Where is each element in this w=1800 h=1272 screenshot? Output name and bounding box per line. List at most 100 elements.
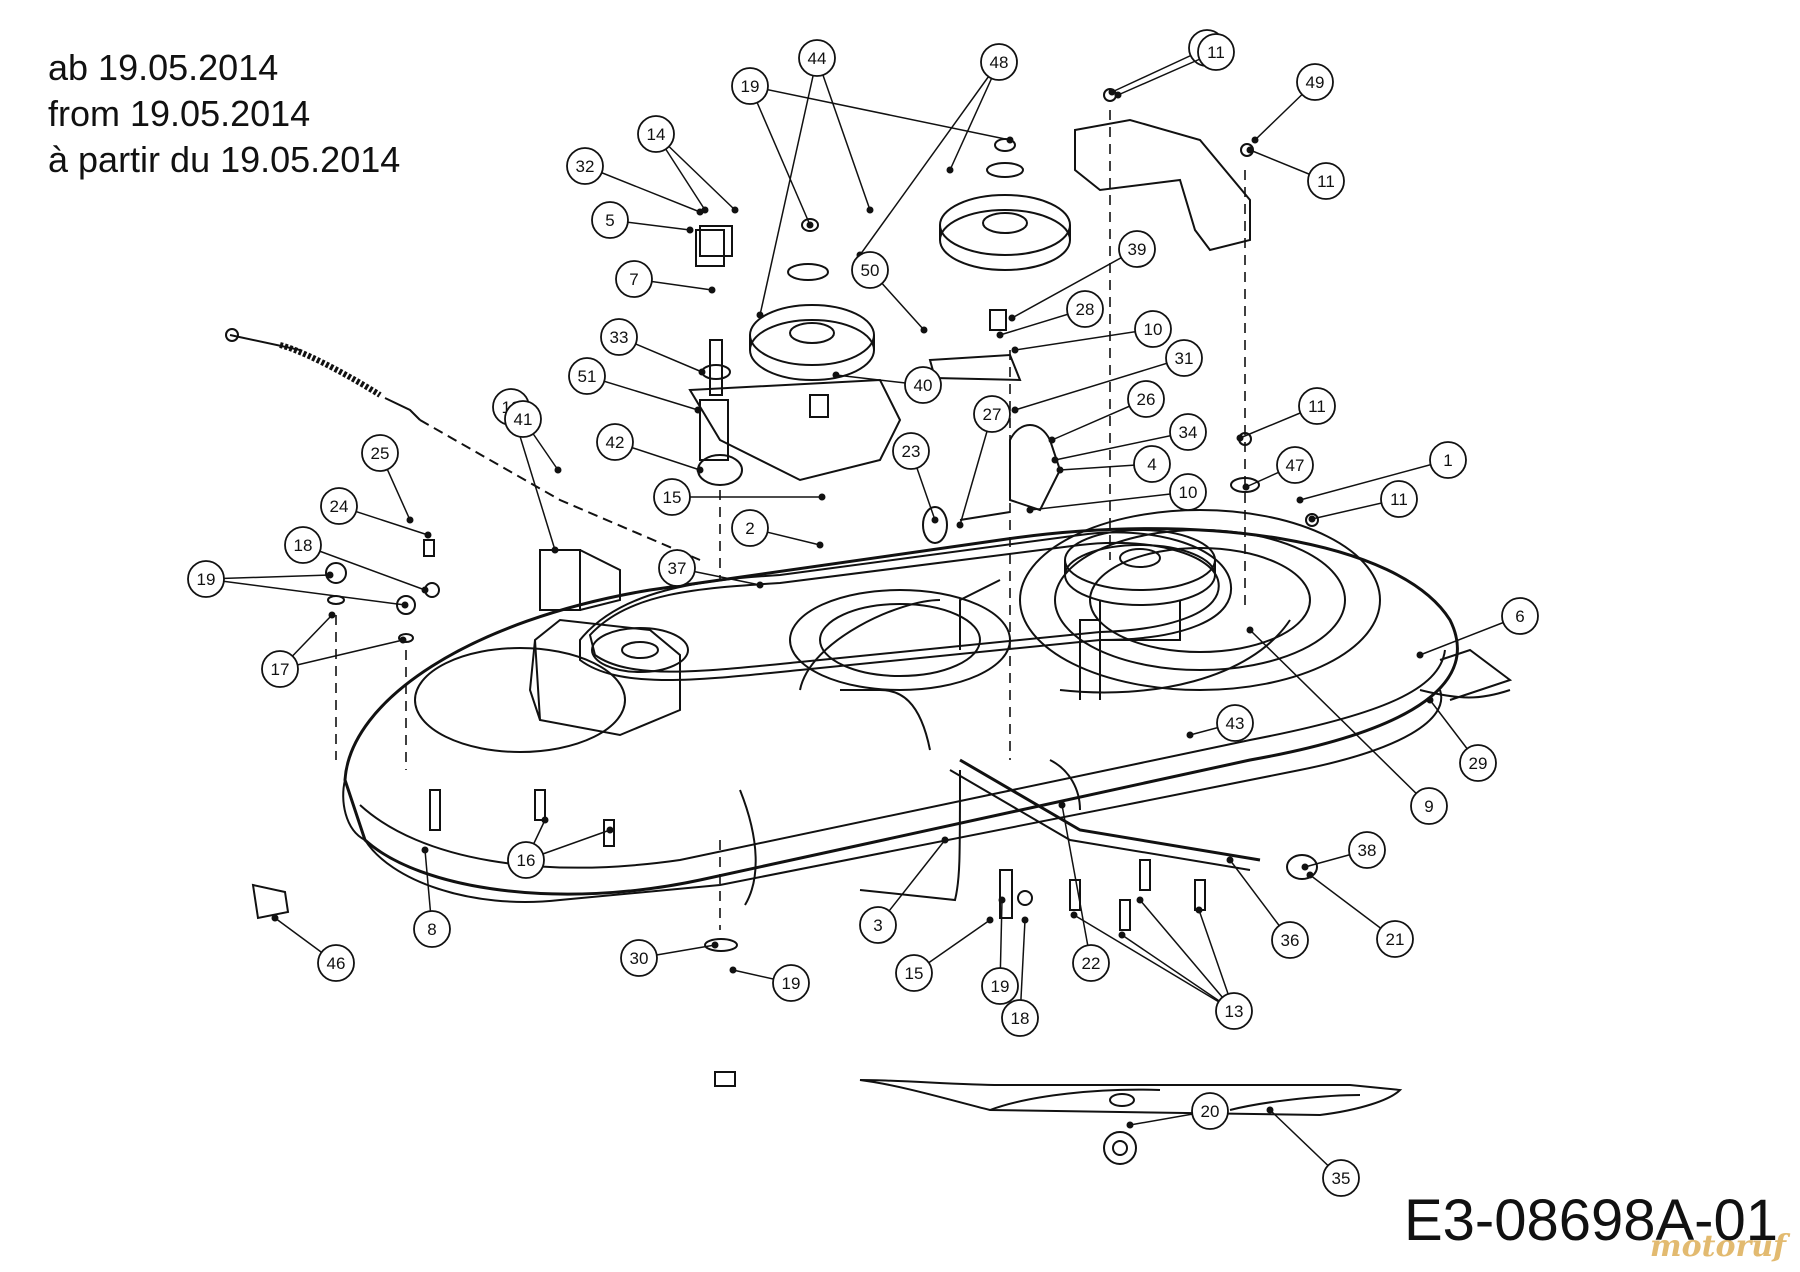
- callout-leader-line: [959, 413, 993, 526]
- callout-18: 18: [284, 526, 429, 594]
- callout-21: 21: [1306, 871, 1414, 958]
- callout-40: 40: [832, 366, 942, 404]
- callout-arrowhead: [399, 636, 407, 644]
- cutting-blade: [859, 1079, 1403, 1117]
- callout-arrowhead: [1011, 346, 1019, 354]
- callout-circle: [1298, 387, 1336, 425]
- callout-arrowhead: [696, 208, 704, 216]
- callout-circle: [568, 357, 606, 395]
- callout-arrowhead: [1136, 896, 1144, 904]
- callout-27: 27: [956, 395, 1011, 529]
- callout-arrowhead: [818, 493, 826, 501]
- callout-arrowhead: [729, 966, 737, 974]
- callout-37: 37: [658, 549, 764, 589]
- callout-circle: [261, 650, 299, 688]
- callout-leader-line: [1014, 328, 1154, 351]
- control-cable: [225, 328, 701, 561]
- callout-11: 11: [1114, 33, 1235, 99]
- callout-circle: [904, 366, 942, 404]
- callout-arrowhead: [421, 586, 429, 594]
- callout-47: 47: [1242, 446, 1314, 491]
- callout-number: 31: [1175, 349, 1194, 368]
- callout-number: 49: [1306, 73, 1325, 92]
- callout-arrowhead: [1242, 483, 1250, 491]
- idler-bracket: [688, 138, 1071, 486]
- drawing-code-label: E3-08698A-01: [1403, 1188, 1778, 1253]
- callout-arrowhead: [998, 896, 1006, 904]
- callout-arrowhead: [941, 836, 949, 844]
- assembly-lines: [335, 110, 1246, 930]
- rear-bracket: [1074, 118, 1251, 252]
- callout-circle: [361, 434, 399, 472]
- callout-leader-line: [1054, 431, 1189, 461]
- callout-39: 39: [1008, 230, 1156, 322]
- callout-arrowhead: [731, 206, 739, 214]
- callout-arrowhead: [1308, 515, 1316, 523]
- callout-circle: [1118, 230, 1156, 268]
- callout-11: 11: [1246, 146, 1345, 200]
- callout-leader-line: [1029, 491, 1189, 511]
- callout-arrowhead: [1118, 931, 1126, 939]
- callout-number: 51: [578, 367, 597, 386]
- callout-arrowhead: [326, 571, 334, 579]
- callout-number: 18: [294, 536, 313, 555]
- callout-18: 18: [1001, 916, 1039, 1037]
- callout-number: 6: [1515, 607, 1524, 626]
- callout-leader-line: [584, 165, 701, 213]
- callout-number: 11: [1390, 490, 1408, 509]
- callout-circle: [566, 147, 604, 185]
- callout-arrowhead: [1006, 136, 1014, 144]
- callout-number: 19: [197, 570, 216, 589]
- callout-arrowhead: [1226, 856, 1234, 864]
- callout-arrowhead: [1246, 626, 1254, 634]
- callout-arrowhead: [696, 466, 704, 474]
- callout-29: 29: [1426, 696, 1497, 782]
- callout-leader-line: [1014, 357, 1185, 411]
- callout-leader-line: [949, 61, 1000, 171]
- callout-circle: [284, 526, 322, 564]
- callout-number: 8: [427, 920, 436, 939]
- callout-circle: [1133, 445, 1171, 483]
- callout-number: 18: [1011, 1009, 1030, 1028]
- callout-circle: [1197, 33, 1235, 71]
- callout-number: 46: [327, 954, 346, 973]
- callout-10: 10: [1026, 473, 1207, 514]
- callout-leader-line: [1073, 914, 1235, 1012]
- callout-arrowhead: [1416, 651, 1424, 659]
- callout-15: 15: [895, 916, 994, 992]
- callout-5: 5: [591, 201, 694, 239]
- callout-19: 19: [187, 560, 409, 609]
- callout-leader-line: [586, 375, 699, 411]
- callout-circle: [1191, 1092, 1229, 1130]
- callout-50: 50: [851, 251, 928, 334]
- callout-arrowhead: [1306, 871, 1314, 879]
- callout-1: 1: [1296, 441, 1467, 504]
- fasteners: [251, 88, 1319, 1165]
- callout-19: 19: [731, 67, 1014, 229]
- callout-33: 33: [600, 318, 706, 376]
- callout-circle: [1169, 413, 1207, 451]
- callout-number: 36: [1281, 931, 1300, 950]
- callout-arrowhead: [406, 516, 414, 524]
- callout-number: 2: [745, 519, 754, 538]
- callout-arrowhead: [832, 371, 840, 379]
- callout-11: 11: [1308, 480, 1418, 523]
- callout-number: 5: [605, 211, 614, 230]
- callout-leader-line: [279, 639, 404, 670]
- callout-arrowhead: [756, 311, 764, 319]
- callout-circle: [1127, 380, 1165, 418]
- callout-number: 20: [1201, 1102, 1220, 1121]
- callout-number: 33: [610, 328, 629, 347]
- callout-arrowhead: [551, 546, 559, 554]
- callout-circle: [1072, 944, 1110, 982]
- callout-circle: [187, 560, 225, 598]
- callout-leader-line: [749, 85, 1011, 141]
- callout-circle: [591, 201, 629, 239]
- callout-6: 6: [1416, 597, 1539, 659]
- callout-circle: [1276, 446, 1314, 484]
- callout-circle: [892, 432, 930, 470]
- callout-arrowhead: [756, 581, 764, 589]
- callout-19: 19: [729, 964, 810, 1002]
- callout-10: 10: [1011, 310, 1172, 354]
- callout-number: 26: [1137, 390, 1156, 409]
